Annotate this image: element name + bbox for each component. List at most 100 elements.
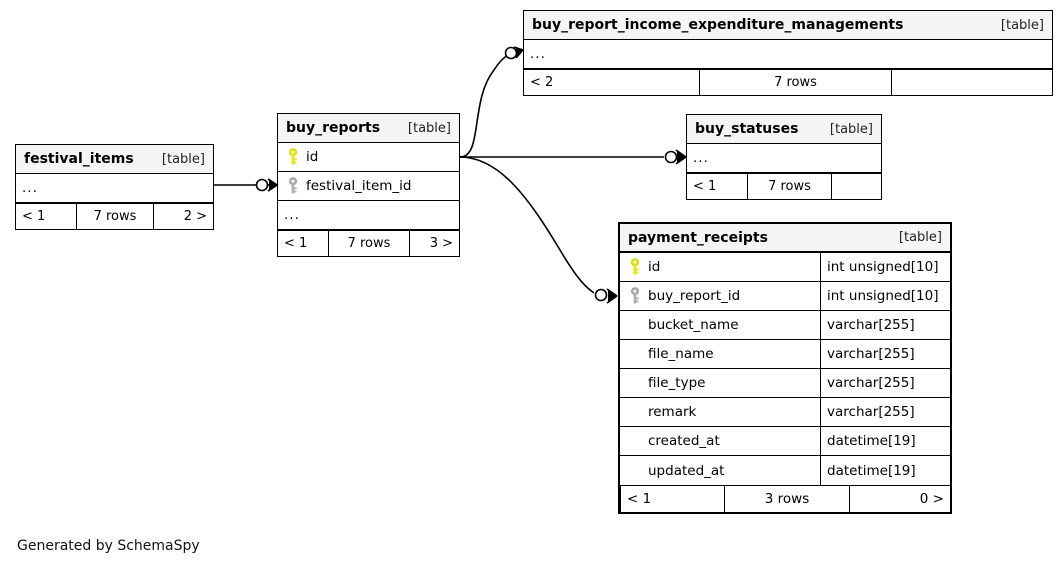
footer-child-count[interactable] xyxy=(831,174,881,199)
primary-key-icon xyxy=(289,148,297,165)
column-type-cell: varchar[255] xyxy=(820,311,950,339)
footer-child-count[interactable]: 3 > xyxy=(409,231,459,256)
table-kind-label: [table] xyxy=(407,120,451,136)
table-footer-buy_report_income_expenditure_managements: < 2 7 rows xyxy=(524,69,1052,95)
table-row[interactable]: buy_report_id int unsigned[10] xyxy=(620,282,950,311)
column-name-cell: updated_at xyxy=(620,462,820,480)
column-type-cell: int unsigned[10] xyxy=(820,253,950,281)
column-name-text: created_at xyxy=(648,433,720,449)
column-type-cell: varchar[255] xyxy=(820,340,950,368)
column-name-text: id xyxy=(306,149,319,165)
footer-row-count: 7 rows xyxy=(76,204,153,229)
table-header-buy_reports: buy_reports [table] xyxy=(278,114,459,143)
table-node-buy_statuses[interactable]: buy_statuses [table] ... < 1 7 rows xyxy=(686,114,882,200)
column-type-cell: datetime[19] xyxy=(820,456,950,485)
table-header-payment_receipts: payment_receipts [table] xyxy=(620,224,950,253)
table-title: buy_statuses xyxy=(695,121,799,137)
edge-buy_reports-to-buy_statuses xyxy=(460,149,687,165)
table-title: festival_items xyxy=(24,151,134,167)
column-type-cell: int unsigned[10] xyxy=(820,282,950,310)
primary-key-icon xyxy=(631,258,639,275)
no-key-spacer xyxy=(628,316,642,334)
table-node-payment_receipts[interactable]: payment_receipts [table] id int unsigned… xyxy=(618,222,952,514)
column-name-cell: file_type xyxy=(620,374,820,392)
table-row[interactable]: created_at datetime[19] xyxy=(620,427,950,456)
column-name-text: buy_report_id xyxy=(648,288,741,304)
footer-row-count: 7 rows xyxy=(699,70,891,95)
table-title: payment_receipts xyxy=(628,229,768,246)
table-node-buy_report_income_expenditure_managements[interactable]: buy_report_income_expenditure_management… xyxy=(523,10,1053,96)
table-node-festival_items[interactable]: festival_items [table] ... < 1 7 rows 2 … xyxy=(15,144,214,230)
column-name-cell: created_at xyxy=(620,432,820,450)
column-name-cell: bucket_name xyxy=(620,316,820,334)
table-header-buy_report_income_expenditure_managements: buy_report_income_expenditure_management… xyxy=(524,11,1052,40)
table-footer-buy_reports: < 1 7 rows 3 > xyxy=(278,230,459,256)
edge-festival_items-to-buy_reports xyxy=(214,178,278,192)
column-name-cell: buy_report_id xyxy=(620,287,820,305)
table-title: buy_report_income_expenditure_management… xyxy=(532,17,904,33)
foreign-key-icon xyxy=(631,287,639,304)
table-node-buy_reports[interactable]: buy_reports [table] id xyxy=(277,113,460,257)
columns-collapsed-ellipsis[interactable]: ... xyxy=(687,144,881,173)
table-row[interactable]: updated_at datetime[19] xyxy=(620,456,950,485)
column-type-cell: varchar[255] xyxy=(820,369,950,397)
footer-parent-count[interactable]: < 1 xyxy=(284,236,308,251)
table-title: buy_reports xyxy=(286,120,381,136)
table-columns-festival_items: ... xyxy=(16,174,213,203)
footer-parent-count[interactable]: < 1 xyxy=(620,486,724,512)
table-row[interactable]: remark varchar[255] xyxy=(620,398,950,427)
table-columns-buy_reports: id festival_item_id ... xyxy=(278,143,459,230)
column-type-cell: varchar[255] xyxy=(820,398,950,426)
no-key-spacer xyxy=(628,374,642,392)
table-kind-label: [table] xyxy=(161,151,205,167)
footer-parent-count[interactable]: < 1 xyxy=(693,179,717,194)
table-row[interactable]: id xyxy=(278,143,459,172)
table-kind-label: [table] xyxy=(829,121,873,137)
table-header-festival_items: festival_items [table] xyxy=(16,145,213,174)
edge-buy_reports-to-income_expenditure xyxy=(459,46,524,158)
column-name-cell: id xyxy=(620,258,820,276)
table-row[interactable]: id int unsigned[10] xyxy=(620,253,950,282)
table-header-buy_statuses: buy_statuses [table] xyxy=(687,115,881,144)
footer-child-count[interactable]: 0 > xyxy=(849,486,950,512)
footer-parent-count[interactable]: < 2 xyxy=(530,75,554,90)
table-footer-buy_statuses: < 1 7 rows xyxy=(687,173,881,199)
table-columns-buy_statuses: ... xyxy=(687,144,881,173)
no-key-spacer xyxy=(628,432,642,450)
no-key-spacer xyxy=(628,403,642,421)
column-name-text: bucket_name xyxy=(648,317,739,333)
columns-collapsed-ellipsis[interactable]: ... xyxy=(16,174,213,203)
generated-by-label: Generated by SchemaSpy xyxy=(17,538,200,554)
no-key-spacer xyxy=(628,462,642,480)
column-type-cell: datetime[19] xyxy=(820,427,950,455)
column-name-text: file_name xyxy=(648,346,714,362)
footer-child-count[interactable]: 2 > xyxy=(153,204,213,229)
table-row[interactable]: file_type varchar[255] xyxy=(620,369,950,398)
table-columns-payment_receipts: id int unsigned[10] buy_report_id int un… xyxy=(620,253,950,485)
table-row[interactable]: file_name varchar[255] xyxy=(620,340,950,369)
column-name-text: file_type xyxy=(648,375,706,391)
footer-row-count: 7 rows xyxy=(747,174,831,199)
table-columns-buy_report_income_expenditure_managements: ... xyxy=(524,40,1052,69)
column-name-cell: id xyxy=(278,148,459,166)
column-name-cell: file_name xyxy=(620,345,820,363)
column-name-cell: remark xyxy=(620,403,820,421)
table-kind-label: [table] xyxy=(898,230,942,245)
column-name-text: updated_at xyxy=(648,462,725,479)
footer-parent-count[interactable]: < 1 xyxy=(22,209,46,224)
columns-collapsed-ellipsis[interactable]: ... xyxy=(278,201,459,230)
table-footer-festival_items: < 1 7 rows 2 > xyxy=(16,203,213,229)
columns-collapsed-ellipsis[interactable]: ... xyxy=(524,40,1052,69)
footer-child-count[interactable] xyxy=(891,70,1052,95)
table-kind-label: [table] xyxy=(1000,17,1044,33)
column-name-text: festival_item_id xyxy=(306,178,412,194)
footer-row-count: 3 rows xyxy=(724,486,849,512)
edge-buy_reports-to-payment_receipts xyxy=(459,156,618,304)
table-row[interactable]: bucket_name varchar[255] xyxy=(620,311,950,340)
foreign-key-icon xyxy=(289,177,297,194)
column-name-cell: festival_item_id xyxy=(278,177,459,195)
table-footer-payment_receipts: < 1 3 rows 0 > xyxy=(620,485,950,512)
column-name-text: id xyxy=(648,259,661,275)
table-row[interactable]: festival_item_id xyxy=(278,172,459,201)
